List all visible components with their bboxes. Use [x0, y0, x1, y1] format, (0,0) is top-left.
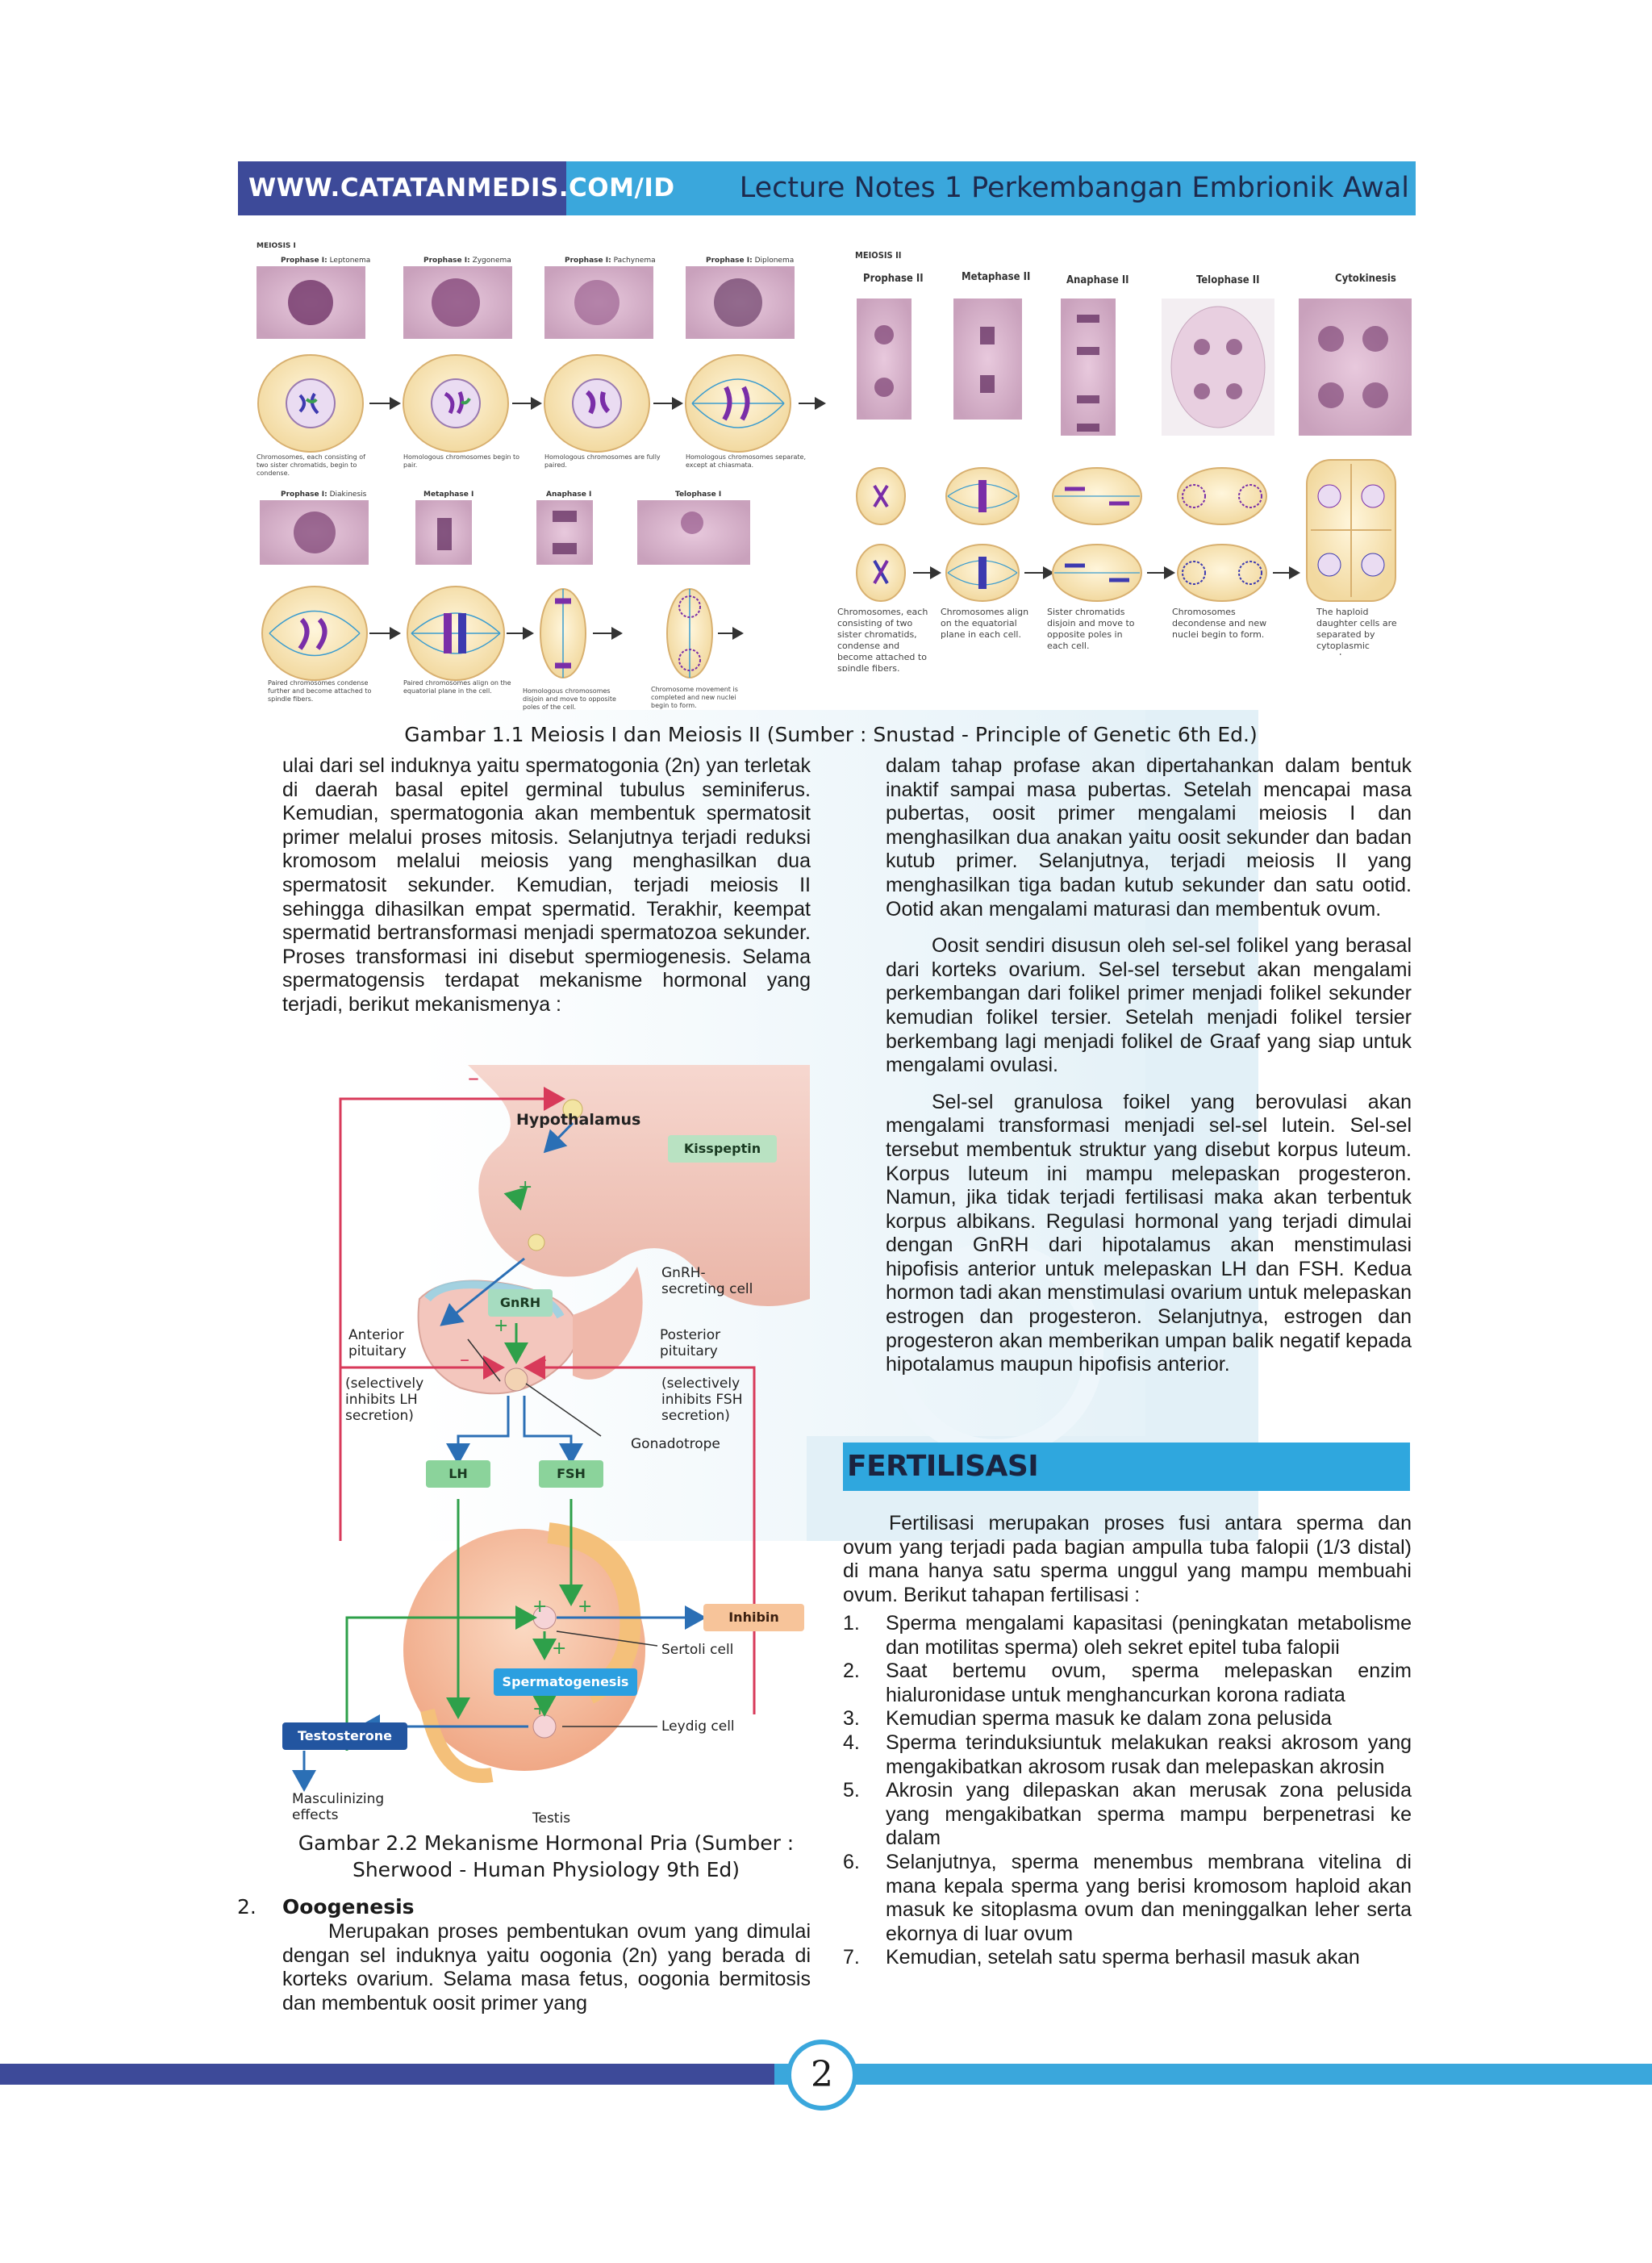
document-title: Lecture Notes 1 Perkembangan Embrionik A… — [739, 172, 1409, 204]
granulosa-paragraph: Sel-sel granulosa foikel yang berovulasi… — [886, 1090, 1412, 1376]
spermatogenesis-paragraph: ulai dari sel induknya yaitu spermatogon… — [282, 754, 811, 1016]
page-header: WWW.CATATANMEDIS.COM/ID Lecture Notes 1 … — [238, 161, 1416, 215]
list-item: 2.Saat bertemu ovum, sperma melepaskan e… — [843, 1660, 1412, 1706]
page-number: 2 — [786, 2040, 857, 2111]
label-hypothalamus: Hypothalamus — [516, 1111, 641, 1129]
label-leydig-cell: Leydig cell — [661, 1718, 735, 1735]
label-inhibit-fsh: (selectively inhibits FSH secretion) — [661, 1376, 743, 1424]
ovum-paragraph: dalam tahap profase akan dipertahankan d… — [886, 754, 1412, 921]
oogenesis-paragraph: Merupakan proses pembentukan ovum yang d… — [282, 1920, 811, 2015]
list-item: 6.Selanjutnya, sperma menembus membrana … — [843, 1850, 1412, 1945]
m1-stage-label: Telophase I — [675, 491, 722, 499]
box-testosterone: Testosterone — [282, 1722, 407, 1750]
fertilisasi-intro: Fertilisasi merupakan proses fusi antara… — [843, 1512, 1412, 1607]
label-testis: Testis — [532, 1810, 571, 1827]
hormonal-diagram: – + + – – + + + + — [292, 1064, 810, 1792]
m1-stage-label: Prophase I: Diakinesis — [281, 491, 367, 499]
label-inhibit-lh: (selectively inhibits LH secretion) — [345, 1376, 424, 1424]
m1-stage-label: Prophase I: Leptonema — [281, 257, 371, 265]
box-spermatogenesis: Spermatogenesis — [494, 1668, 637, 1696]
label-gonadotrope: Gonadotrope — [631, 1436, 720, 1452]
oogenesis-section: Merupakan proses pembentukan ovum yang d… — [282, 1920, 811, 2015]
label-masculinizing: Masculinizing effects — [292, 1791, 385, 1823]
oogenesis-heading: Ooogenesis — [282, 1895, 415, 1919]
label-gnrh-cell: GnRH- secreting cell — [661, 1265, 753, 1297]
site-url[interactable]: WWW.CATATANMEDIS.COM/ID — [238, 161, 674, 215]
m2-stage-label: Anaphase II — [1066, 274, 1129, 286]
svg-text:+: + — [494, 1316, 508, 1336]
left-column-paragraph: ulai dari sel induknya yaitu spermatogon… — [282, 754, 811, 1017]
svg-text:–: – — [460, 1348, 469, 1371]
list-item: 7.Kemudian, setelah satu sperma berhasil… — [843, 1946, 1360, 1969]
svg-text:+: + — [532, 1597, 547, 1617]
list-item: 4.Sperma terinduksiuntuk melakukan reaks… — [843, 1731, 1412, 1778]
svg-text:+: + — [518, 1177, 532, 1197]
label-posterior-pituitary: Posterior pituitary — [660, 1327, 721, 1359]
m1-stage-label: Prophase I: Zygonema — [423, 257, 511, 265]
meiosis-illustration: Chromosomes, each consisting of two sist… — [257, 266, 1412, 711]
section-number: 2. — [237, 1895, 257, 1919]
list-item: 1.Sperma mengalami kapasitasi (peningkat… — [843, 1612, 1412, 1659]
m1-stage-label: Anaphase I — [546, 491, 592, 499]
m1-stage-label: Prophase I: Pachynema — [565, 257, 656, 265]
fertilisasi-paragraph: Fertilisasi merupakan proses fusi antara… — [843, 1512, 1412, 1606]
svg-text:–: – — [468, 1064, 479, 1091]
figure-meiosis: MEIOSIS I MEIOSIS II Prophase I: Leptone… — [250, 234, 1412, 718]
meiosis-2-label: MEIOSIS II — [855, 250, 902, 261]
svg-text:+: + — [532, 1699, 547, 1719]
box-fsh: FSH — [539, 1460, 603, 1488]
m2-stage-label: Prophase II — [863, 273, 924, 285]
watermark-bar — [1145, 710, 1258, 1541]
meiosis-1-label: MEIOSIS I — [257, 242, 296, 250]
list-item: 5.Akrosin yang dilepaskan akan merusak z… — [843, 1779, 1412, 1850]
fertilisasi-heading-bar: FERTILISASI — [843, 1443, 1410, 1491]
m2-stage-label: Telophase II — [1196, 274, 1260, 286]
figure-1-caption: Gambar 1.1 Meiosis I dan Meiosis II (Sum… — [404, 723, 1258, 746]
fertilisasi-steps: 1.Sperma mengalami kapasitasi (peningkat… — [843, 1612, 1412, 1970]
box-gnrh: GnRH — [488, 1289, 553, 1317]
figure-hormonal-mechanism: – + + – – + + + + Hypothalamus Kisspepti… — [282, 1057, 810, 1827]
label-anterior-pituitary: Anterior pituitary — [348, 1327, 407, 1359]
box-lh: LH — [426, 1460, 490, 1488]
label-sertoli-cell: Sertoli cell — [661, 1642, 734, 1658]
m2-stage-label: Cytokinesis — [1335, 273, 1396, 285]
right-column: dalam tahap profase akan dipertahankan d… — [886, 754, 1412, 1377]
list-item: 3.Kemudian sperma masuk ke dalam zona pe… — [843, 1707, 1333, 1731]
m1-stage-label: Prophase I: Diplonema — [706, 257, 795, 265]
m1-stage-label: Metaphase I — [423, 491, 474, 499]
figure-2-caption: Gambar 2.2 Mekanisme Hormonal Pria (Sumb… — [298, 1831, 795, 1881]
svg-text:+: + — [552, 1639, 566, 1659]
box-inhibin: Inhibin — [703, 1604, 804, 1631]
follicle-paragraph: Oosit sendiri disusun oleh sel-sel folik… — [886, 934, 1412, 1077]
fertilisasi-heading: FERTILISASI — [847, 1450, 1039, 1483]
m2-stage-label: Metaphase II — [962, 271, 1031, 283]
svg-text:–: – — [537, 1348, 547, 1371]
box-kisspeptin: Kisspeptin — [668, 1135, 777, 1163]
footer-bar-accent — [0, 2064, 774, 2085]
svg-text:+: + — [578, 1597, 592, 1617]
